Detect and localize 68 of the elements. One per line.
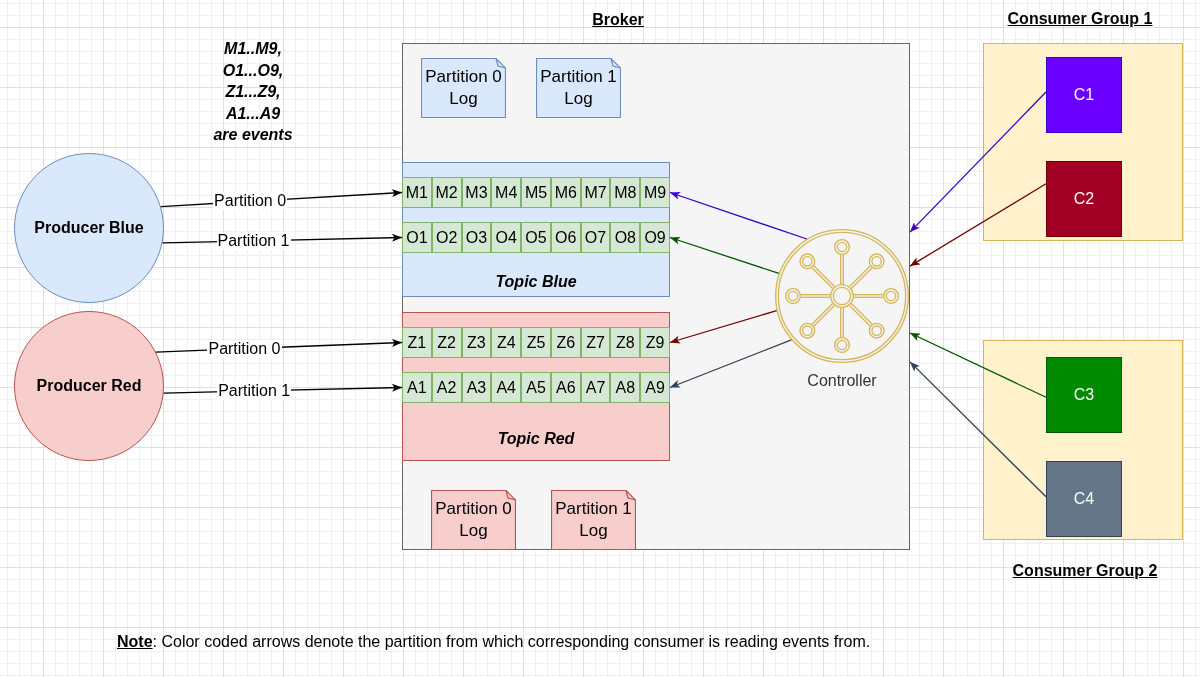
event-cell: Z6	[550, 327, 581, 358]
heading-label: Consumer Group 1	[1007, 9, 1153, 29]
event-cell: A4	[491, 372, 522, 403]
event-cell: O7	[580, 222, 611, 253]
edge-label: Partition 1	[216, 231, 291, 250]
event-cell: A9	[640, 372, 670, 403]
topic-box	[402, 312, 670, 461]
topic-label: Topic Blue	[495, 272, 577, 292]
event-cell: O8	[610, 222, 641, 253]
arrow	[909, 361, 1047, 498]
log-document: Partition 1 Log	[536, 58, 621, 118]
event-cell: A8	[610, 372, 641, 403]
event-cell: Z8	[610, 327, 641, 358]
event-cell: O2	[431, 222, 462, 253]
log-document: Partition 0 Log	[431, 490, 516, 550]
event-cell: O4	[491, 222, 522, 253]
controller-label: Controller	[807, 371, 877, 391]
arrow	[669, 191, 808, 240]
heading-label: Consumer Group 2	[1012, 561, 1158, 581]
event-cell: M6	[550, 177, 581, 208]
arrow	[909, 183, 1047, 267]
event-cell: Z9	[640, 327, 670, 358]
event-cell: M3	[461, 177, 492, 208]
edge-label: Partition 0	[213, 192, 288, 211]
consumer-box: C3	[1046, 357, 1122, 433]
event-cell: A5	[521, 372, 551, 403]
note-text: Note: Color coded arrows denote the partition from which corresponding consumer is reading events from.	[117, 632, 871, 652]
event-cell: O9	[640, 222, 670, 253]
arrow	[669, 339, 792, 389]
event-cell: O1	[402, 222, 432, 253]
arrow	[669, 309, 778, 344]
event-cell: O5	[521, 222, 551, 253]
heading-label: Broker	[592, 10, 644, 30]
event-cell: Z3	[461, 327, 492, 358]
topic-label: Topic Red	[497, 429, 575, 449]
event-cell: A7	[580, 372, 611, 403]
event-cell: A6	[550, 372, 581, 403]
event-cell: M7	[580, 177, 611, 208]
producer-circle: Producer Blue	[14, 153, 164, 303]
event-cell: O6	[550, 222, 581, 253]
annotation-text: M1..M9, O1...O9, Z1...Z9, A1...A9 are events	[212, 39, 294, 145]
arrow	[669, 236, 780, 275]
event-cell: Z7	[580, 327, 611, 358]
event-cell: Z1	[402, 327, 432, 358]
consumer-box: C4	[1046, 461, 1122, 537]
event-cell: A2	[431, 372, 462, 403]
event-cell: O3	[461, 222, 492, 253]
event-cell: A1	[402, 372, 432, 403]
arrow	[909, 332, 1047, 398]
event-cell: M1	[402, 177, 432, 208]
event-cell: Z2	[431, 327, 462, 358]
consumer-box: C1	[1046, 57, 1122, 133]
edge-label: Partition 0	[207, 339, 282, 358]
event-cell: M5	[521, 177, 551, 208]
edge-label: Partition 1	[217, 381, 292, 400]
event-cell: Z4	[491, 327, 522, 358]
event-cell: A3	[461, 372, 492, 403]
log-document: Partition 0 Log	[421, 58, 506, 118]
event-cell: M4	[491, 177, 522, 208]
arrow	[909, 91, 1047, 233]
consumer-box: C2	[1046, 161, 1122, 237]
topic-box	[402, 162, 670, 297]
producer-circle: Producer Red	[14, 311, 164, 461]
event-cell: Z5	[521, 327, 551, 358]
event-cell: M8	[610, 177, 641, 208]
event-cell: M9	[640, 177, 670, 208]
log-document: Partition 1 Log	[551, 490, 636, 550]
event-cell: M2	[431, 177, 462, 208]
